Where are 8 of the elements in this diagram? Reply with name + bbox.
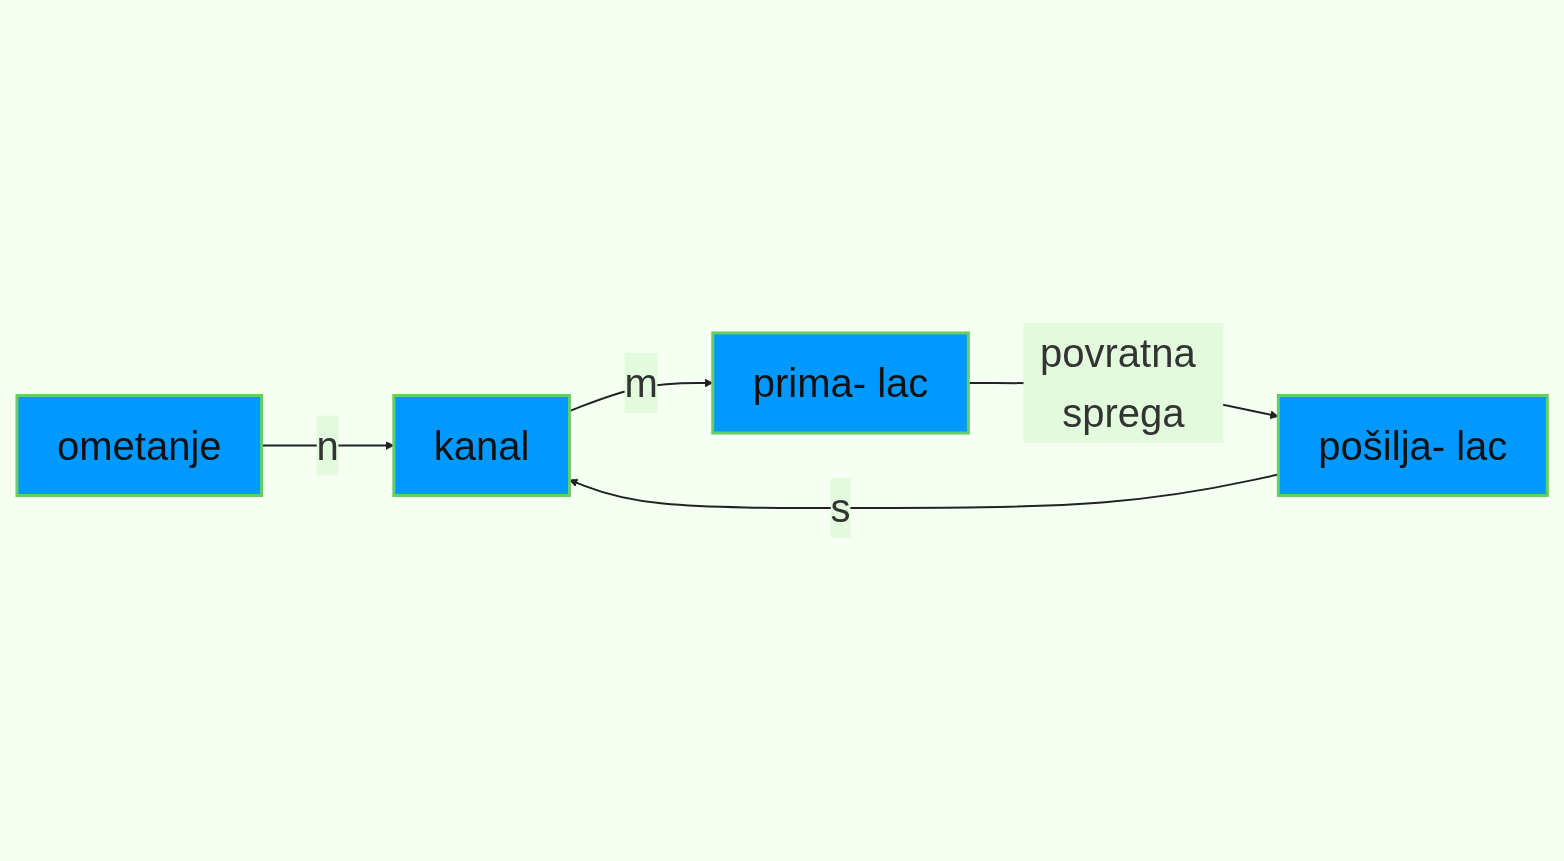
node-box: prima- lac <box>711 331 970 435</box>
node-box: pošilja- lac <box>1276 394 1549 497</box>
edge-label: povratna sprega <box>1039 331 1196 435</box>
edge-label: s <box>830 486 851 530</box>
edge-label: m <box>624 361 658 405</box>
node-box: kanal <box>392 394 571 497</box>
edge-label: n <box>316 423 339 468</box>
node-box: ometanje <box>15 394 263 497</box>
